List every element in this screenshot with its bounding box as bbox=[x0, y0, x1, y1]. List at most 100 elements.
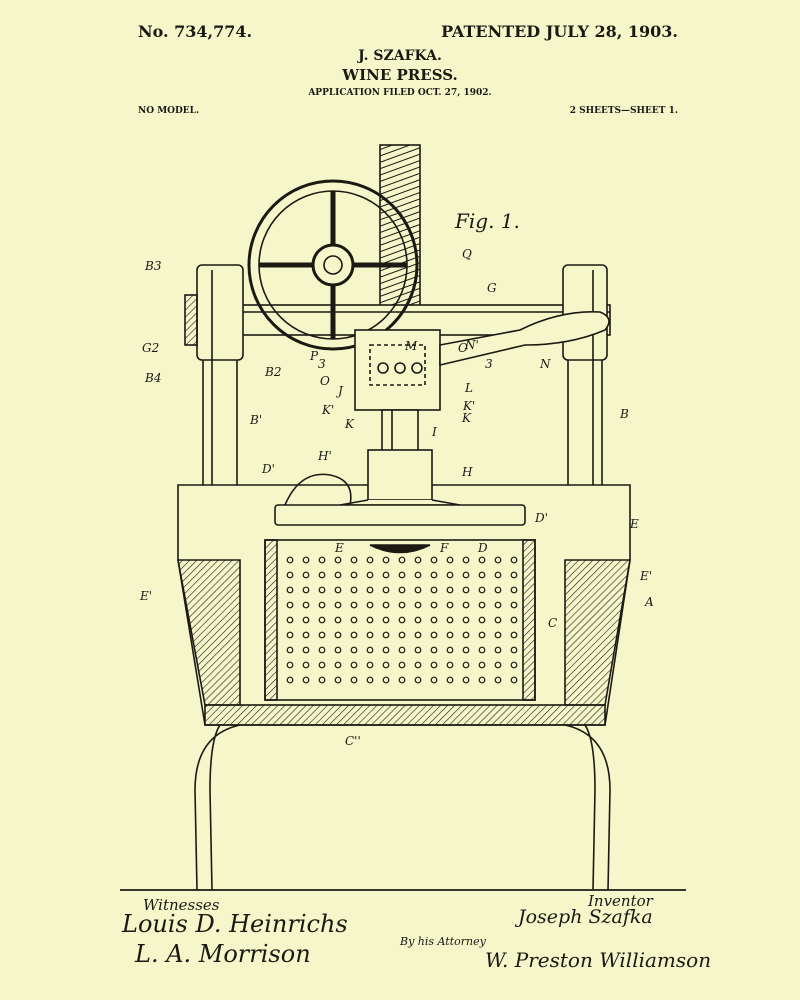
reference-label: Q bbox=[462, 247, 472, 261]
perforation bbox=[430, 571, 438, 579]
perforation bbox=[334, 556, 342, 564]
reference-label: K bbox=[461, 411, 472, 425]
model-note: NO MODEL. bbox=[138, 106, 200, 116]
handwheel bbox=[247, 179, 419, 351]
perforation bbox=[510, 646, 518, 654]
perforation bbox=[446, 586, 454, 594]
perforation bbox=[366, 616, 374, 624]
perforation bbox=[334, 586, 342, 594]
perforation bbox=[350, 601, 358, 609]
perforation bbox=[494, 571, 502, 579]
perforation bbox=[446, 631, 454, 639]
perforation bbox=[478, 556, 486, 564]
perforation bbox=[366, 631, 374, 639]
perforation bbox=[366, 646, 374, 654]
perforation bbox=[462, 586, 470, 594]
reference-label: B' bbox=[249, 413, 262, 427]
perforation bbox=[430, 661, 438, 669]
perforation bbox=[398, 586, 406, 594]
perforation bbox=[350, 616, 358, 624]
perforation bbox=[430, 556, 438, 564]
perforation bbox=[478, 601, 486, 609]
inventor-label: Inventor bbox=[588, 892, 653, 910]
patent-number: No. 734,774. bbox=[138, 22, 253, 41]
perforation bbox=[430, 646, 438, 654]
reference-label: D bbox=[477, 541, 488, 555]
perforation bbox=[478, 661, 486, 669]
perforation bbox=[446, 571, 454, 579]
perforation bbox=[350, 556, 358, 564]
perforation bbox=[302, 676, 310, 684]
perforation bbox=[462, 661, 470, 669]
perforation bbox=[462, 601, 470, 609]
reference-label: B bbox=[619, 407, 629, 421]
reference-label: L bbox=[464, 381, 473, 395]
perforation bbox=[286, 571, 294, 579]
perforation bbox=[478, 676, 486, 684]
perforation bbox=[414, 601, 422, 609]
perforation bbox=[286, 586, 294, 594]
perforation bbox=[318, 646, 326, 654]
perforation bbox=[414, 586, 422, 594]
reference-label: N bbox=[539, 357, 551, 371]
perforation bbox=[366, 556, 374, 564]
witness-2-signature: L. A. Morrison bbox=[135, 940, 311, 968]
reference-label: D' bbox=[534, 511, 548, 525]
perforation bbox=[382, 646, 390, 654]
perforation bbox=[510, 616, 518, 624]
perforation bbox=[286, 616, 294, 624]
perforation bbox=[302, 661, 310, 669]
perforation bbox=[430, 676, 438, 684]
perforation bbox=[446, 601, 454, 609]
perforation bbox=[398, 616, 406, 624]
perforation bbox=[382, 571, 390, 579]
perforation bbox=[510, 676, 518, 684]
perforation bbox=[398, 676, 406, 684]
patent-title: WINE PRESS. bbox=[342, 66, 458, 84]
sheet-info: 2 SHEETS—SHEET 1. bbox=[569, 106, 678, 116]
perforation bbox=[334, 571, 342, 579]
perforation bbox=[462, 616, 470, 624]
reference-label: K' bbox=[462, 399, 475, 413]
basket bbox=[264, 539, 536, 701]
reference-label: K' bbox=[321, 403, 334, 417]
perforation bbox=[382, 661, 390, 669]
perforation bbox=[334, 616, 342, 624]
perforation bbox=[334, 646, 342, 654]
perforation bbox=[334, 661, 342, 669]
perforation bbox=[286, 631, 294, 639]
perforation bbox=[430, 586, 438, 594]
perforation bbox=[446, 616, 454, 624]
perforation bbox=[366, 676, 374, 684]
perforation bbox=[366, 601, 374, 609]
figure-label: Fig. 1. bbox=[454, 209, 520, 233]
perforation bbox=[446, 661, 454, 669]
perforation bbox=[462, 571, 470, 579]
perforation bbox=[494, 631, 502, 639]
perforation bbox=[414, 556, 422, 564]
perforation bbox=[494, 616, 502, 624]
perforation bbox=[430, 616, 438, 624]
reference-label: A bbox=[644, 595, 654, 609]
perforation bbox=[286, 661, 294, 669]
perforation bbox=[462, 676, 470, 684]
perforation bbox=[430, 631, 438, 639]
inventor-signature: Joseph Szafka bbox=[518, 906, 653, 928]
attorney-label: By his Attorney bbox=[400, 935, 486, 948]
perforation bbox=[382, 631, 390, 639]
left-leg bbox=[194, 724, 241, 891]
inventor-name: J. SZAFKA. bbox=[358, 48, 442, 64]
perforation bbox=[494, 556, 502, 564]
reference-label: E bbox=[334, 541, 344, 555]
perforation bbox=[398, 631, 406, 639]
perforation bbox=[286, 601, 294, 609]
reference-label: F bbox=[439, 541, 449, 555]
perforation bbox=[302, 601, 310, 609]
press-plate bbox=[274, 504, 526, 526]
perforation bbox=[334, 676, 342, 684]
perforation bbox=[334, 631, 342, 639]
press-plate-hub bbox=[367, 449, 433, 501]
perforation bbox=[382, 601, 390, 609]
reference-label: K bbox=[344, 417, 355, 431]
